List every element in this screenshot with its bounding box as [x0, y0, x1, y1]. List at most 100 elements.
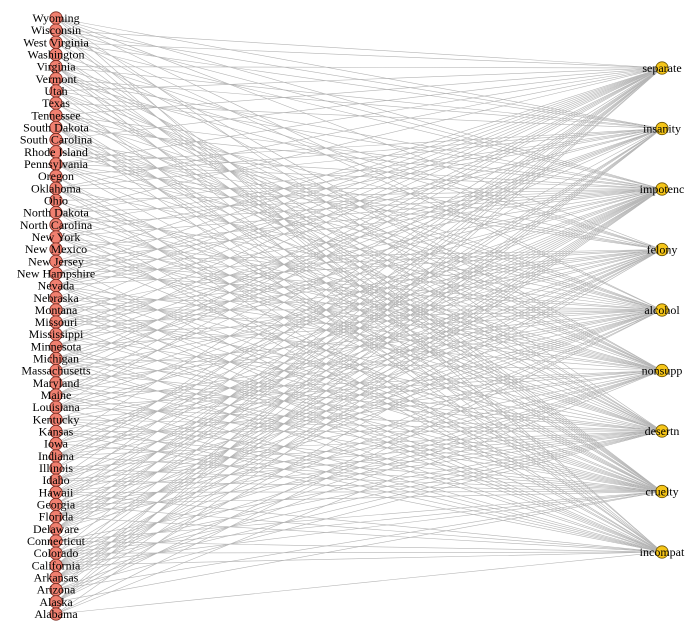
- edge-27-0: [55, 67, 663, 347]
- edge-39-0: [55, 67, 663, 493]
- state-node-label: Idaho: [42, 473, 69, 487]
- state-node[interactable]: Michigan: [33, 352, 79, 366]
- edge-48-1: [55, 128, 663, 603]
- state-node[interactable]: Vermont: [35, 72, 77, 86]
- ground-node[interactable]: felony: [647, 243, 678, 257]
- edge-44-8: [55, 551, 663, 554]
- state-node[interactable]: Tennessee: [31, 108, 80, 122]
- ground-node-label: insanity: [643, 122, 681, 136]
- ground-node[interactable]: incompat: [640, 545, 685, 559]
- edge-22-6: [55, 285, 663, 432]
- state-node[interactable]: Montana: [35, 303, 78, 317]
- state-node[interactable]: North Carolina: [20, 218, 93, 232]
- state-node[interactable]: Indiana: [38, 449, 75, 463]
- state-node[interactable]: Maryland: [33, 376, 80, 390]
- edge-47-1: [55, 128, 663, 590]
- state-node[interactable]: New Hampshire: [17, 266, 95, 280]
- state-node-label: Montana: [35, 303, 78, 317]
- edge-1-0: [55, 29, 663, 69]
- state-node[interactable]: Nebraska: [33, 291, 79, 305]
- state-node[interactable]: Kentucky: [33, 412, 80, 426]
- state-node-label: Massachusetts: [21, 364, 91, 378]
- edge-38-0: [55, 67, 663, 481]
- ground-node-circle: [655, 424, 669, 438]
- state-node[interactable]: Texas: [42, 96, 70, 110]
- state-node[interactable]: Virginia: [36, 60, 76, 74]
- edge-16-0: [55, 67, 663, 213]
- edge-14-0: [55, 67, 663, 189]
- state-node[interactable]: Maine: [41, 388, 72, 402]
- state-node[interactable]: South Dakota: [23, 120, 89, 134]
- edge-20-0: [55, 67, 663, 262]
- state-node-label: Tennessee: [31, 108, 80, 122]
- ground-node-circle: [655, 545, 669, 559]
- ground-node[interactable]: cruelty: [645, 485, 678, 499]
- edge-32-0: [55, 67, 663, 408]
- state-node[interactable]: Connecticut: [27, 534, 86, 548]
- ground-node[interactable]: nonsupp: [642, 364, 683, 378]
- state-node[interactable]: Oregon: [38, 169, 74, 183]
- state-node-label: Colorado: [34, 546, 79, 560]
- state-node[interactable]: Rhode Island: [24, 145, 88, 159]
- state-node-label: Mississippi: [29, 327, 84, 341]
- edge-35-0: [55, 67, 663, 444]
- ground-node[interactable]: separate: [642, 61, 681, 75]
- edge-4-5: [55, 66, 663, 371]
- state-node-label: New Hampshire: [17, 266, 95, 280]
- state-node-label: South Carolina: [20, 133, 93, 147]
- state-node[interactable]: Pennsylvania: [24, 157, 89, 171]
- state-node-label: Georgia: [37, 498, 76, 512]
- state-node[interactable]: Louisiana: [32, 400, 80, 414]
- state-node[interactable]: Idaho: [42, 473, 69, 487]
- state-node[interactable]: Alabama: [34, 607, 78, 621]
- state-node[interactable]: West Virginia: [23, 35, 89, 49]
- state-node-label: Virginia: [36, 60, 76, 74]
- state-node[interactable]: Iowa: [44, 437, 69, 451]
- edge-22-0: [55, 67, 663, 286]
- edge-43-0: [55, 67, 663, 542]
- state-node[interactable]: Illinois: [39, 461, 73, 475]
- state-node[interactable]: Colorado: [34, 546, 79, 560]
- state-node-label: West Virginia: [23, 35, 89, 49]
- state-node-label: Alaska: [39, 595, 73, 609]
- ground-node-label: cruelty: [645, 485, 678, 499]
- state-node[interactable]: Missouri: [35, 315, 78, 329]
- state-node[interactable]: California: [32, 558, 81, 572]
- state-node[interactable]: New Mexico: [25, 242, 87, 256]
- edge-19-6: [55, 248, 663, 432]
- state-node[interactable]: Mississippi: [29, 327, 84, 341]
- state-node-label: Texas: [42, 96, 70, 110]
- state-node-label: Maine: [41, 388, 72, 402]
- edge-48-7: [55, 491, 663, 603]
- state-node[interactable]: Kansas: [39, 425, 74, 439]
- state-node[interactable]: Oklahoma: [31, 181, 82, 195]
- state-node[interactable]: Arizona: [37, 583, 76, 597]
- state-node[interactable]: South Carolina: [20, 133, 93, 147]
- ground-node[interactable]: desertn: [645, 424, 680, 438]
- edge-42-4: [55, 309, 663, 530]
- ground-node[interactable]: impotenc: [640, 182, 685, 196]
- edge-10-0: [55, 67, 663, 140]
- state-node[interactable]: New Jersey: [28, 254, 84, 268]
- ground-node-circle: [655, 484, 669, 499]
- state-node-label: Washington: [27, 47, 84, 61]
- state-node-label: New Jersey: [28, 254, 84, 268]
- ground-node[interactable]: insanity: [643, 122, 681, 136]
- state-node[interactable]: North Dakota: [23, 206, 89, 220]
- state-node[interactable]: Arkansas: [34, 571, 79, 585]
- state-node-label: Nevada: [38, 279, 75, 293]
- edge-26-0: [55, 67, 663, 335]
- ground-node-label: incompat: [640, 545, 685, 559]
- state-node[interactable]: Wisconsin: [31, 23, 81, 37]
- state-node[interactable]: Georgia: [37, 498, 76, 512]
- ground-node-label: impotenc: [640, 182, 685, 196]
- state-node-label: Pennsylvania: [24, 157, 89, 171]
- edge-23-0: [55, 67, 663, 299]
- state-node[interactable]: Utah: [44, 84, 67, 98]
- state-node-label: Kentucky: [33, 412, 80, 426]
- state-node[interactable]: Massachusetts: [21, 364, 91, 378]
- edge-47-7: [55, 491, 663, 590]
- edge-49-2: [55, 188, 663, 615]
- edge-24-3: [55, 249, 663, 311]
- ground-node[interactable]: alcohol: [644, 303, 680, 317]
